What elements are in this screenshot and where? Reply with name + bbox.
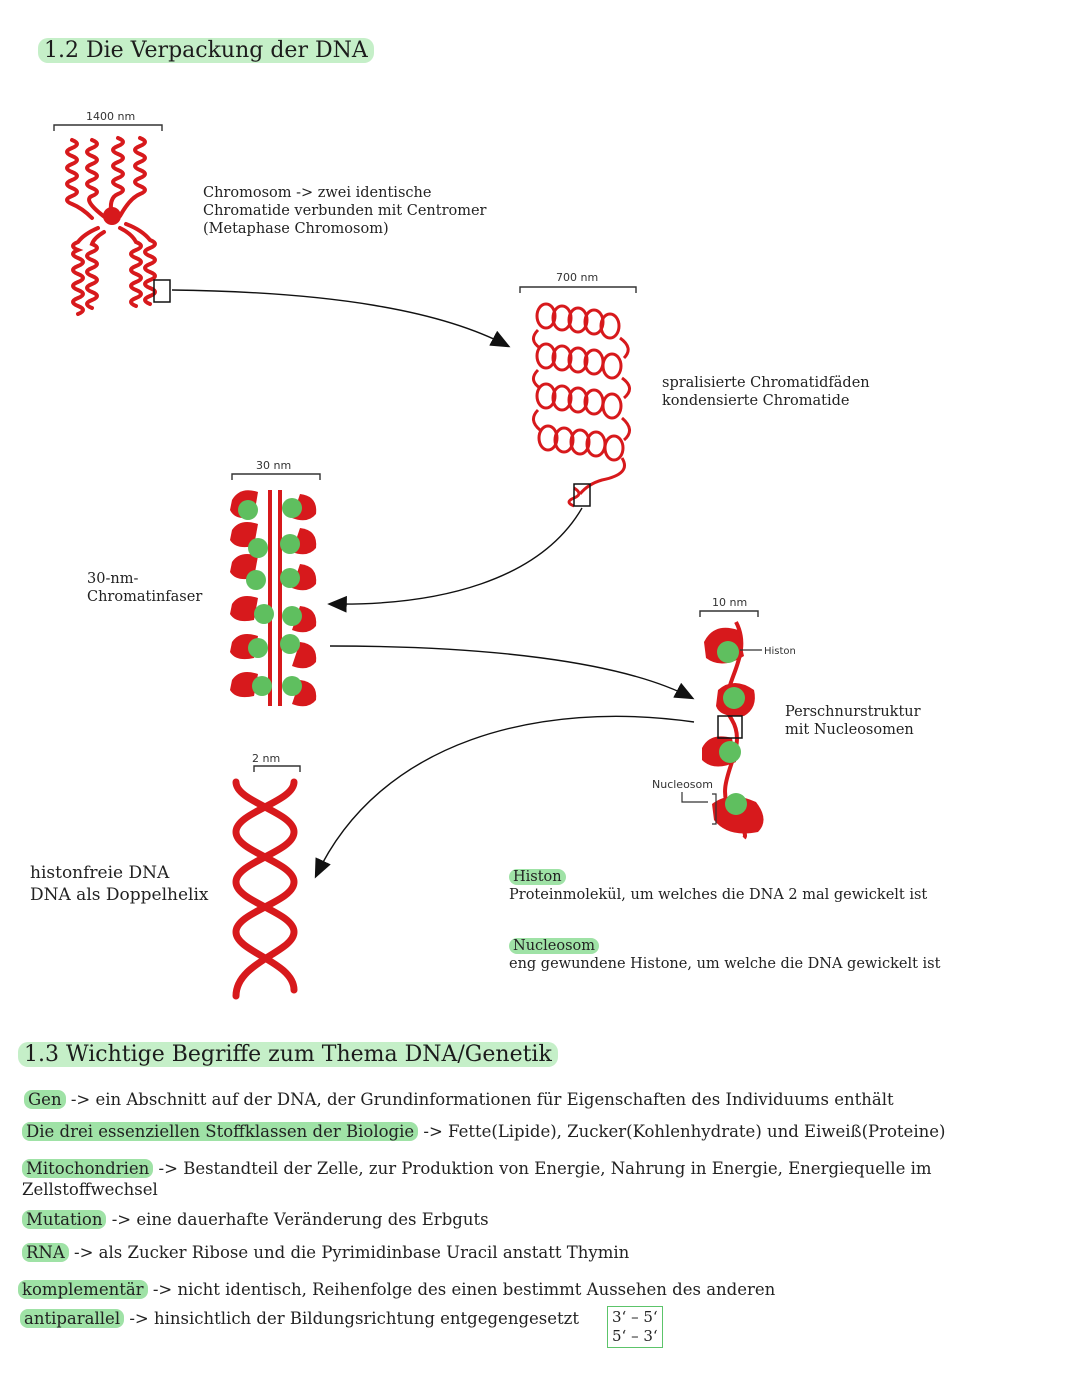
chromatid-scale-label: 700 nm bbox=[556, 271, 598, 284]
centromere bbox=[103, 207, 121, 225]
fiber-scale-bar bbox=[231, 473, 321, 480]
nucleosom-label: Nucleosom bbox=[652, 778, 713, 791]
term-row-komplementaer: komplementär -> nicht identisch, Reihenf… bbox=[18, 1279, 775, 1300]
chromatid-illustration bbox=[532, 302, 631, 495]
fiber-scale-label: 30 nm bbox=[256, 459, 291, 472]
term-row-rna: RNA -> als Zucker Ribose und die Pyrimid… bbox=[22, 1242, 629, 1263]
dna-double-helix bbox=[232, 778, 298, 1000]
arrow-fiber-to-nucleosome bbox=[329, 645, 695, 700]
definition-text: eng gewundene Histone, um welche die DNA… bbox=[509, 956, 941, 972]
dna-scale-label: 2 nm bbox=[252, 752, 280, 765]
nucleosome-scale-bar bbox=[699, 610, 759, 617]
dna-scale-bar bbox=[253, 765, 301, 772]
section-title-packaging: 1.2 Die Verpackung der DNA bbox=[38, 38, 374, 63]
term-row-antiparallel: antiparallel -> hinsichtlich der Bildung… bbox=[20, 1308, 579, 1329]
term-label: Gen bbox=[24, 1090, 66, 1109]
definition-nucleosom: Nucleosom eng gewundene Histone, um welc… bbox=[509, 937, 940, 973]
arrow-nucleosome-to-dna bbox=[314, 715, 695, 879]
term-text: -> nicht identisch, Reihenfolge des eine… bbox=[152, 1280, 776, 1299]
term-label: Die drei essenziellen Stoffklassen der B… bbox=[22, 1122, 419, 1141]
definition-text: Proteinmolekül, um welches die DNA 2 mal… bbox=[509, 887, 928, 903]
term-row-mutation: Mutation -> eine dauerhafte Veränderung … bbox=[22, 1209, 489, 1230]
arrow-chromosome-to-chromatid bbox=[171, 289, 511, 348]
dna-caption: histonfreie DNA DNA als Doppelhelix bbox=[30, 863, 209, 905]
fiber-caption: 30-nm- Chromatinfaser bbox=[87, 571, 203, 605]
nucleosome-illustration bbox=[681, 621, 764, 840]
nucleosome-zoom-box bbox=[717, 715, 743, 739]
term-text: -> hinsichtlich der Bildungsrichtung ent… bbox=[129, 1309, 579, 1328]
dna-packaging-diagram: 1400 nm 700 nm bbox=[53, 110, 796, 1000]
term-label: RNA bbox=[22, 1243, 69, 1262]
chromosome-caption: Chromosom -> zwei identische Chromatide … bbox=[203, 185, 487, 237]
nucleosome-caption: Perschnurstruktur mit Nucleosomen bbox=[785, 704, 921, 738]
definition-term: Nucleosom bbox=[509, 938, 600, 954]
term-label: antiparallel bbox=[20, 1309, 125, 1328]
chromosome-illustration bbox=[65, 136, 157, 316]
chromatid-zoom-box bbox=[573, 483, 591, 507]
definition-term: Histon bbox=[509, 869, 566, 885]
term-text: -> Bestandteil der Zelle, zur Produktion… bbox=[158, 1159, 932, 1178]
chromosome-scale-bar bbox=[53, 124, 163, 131]
fiber-illustration bbox=[230, 490, 317, 707]
term-text-continued: Zellstoffwechsel bbox=[22, 1180, 158, 1199]
nucleosom-bracket bbox=[681, 792, 717, 825]
term-row-stoffklassen: Die drei essenziellen Stoffklassen der B… bbox=[22, 1121, 945, 1142]
chromosome-zoom-box bbox=[153, 279, 171, 303]
chromosome-scale-label: 1400 nm bbox=[86, 110, 135, 123]
term-row-gen: Gen -> ein Abschnitt auf der DNA, der Gr… bbox=[24, 1089, 894, 1110]
definition-histon: Histon Proteinmolekül, um welches die DN… bbox=[509, 868, 927, 904]
histon-label: Histon bbox=[764, 646, 796, 657]
term-label: Mitochondrien bbox=[22, 1159, 154, 1178]
term-text: -> als Zucker Ribose und die Pyrimidinba… bbox=[74, 1243, 630, 1262]
term-text: -> ein Abschnitt auf der DNA, der Grundi… bbox=[70, 1090, 894, 1109]
term-row-mitochondrien: Mitochondrien -> Bestandteil der Zelle, … bbox=[22, 1158, 1022, 1200]
chromatid-scale-bar bbox=[519, 286, 637, 293]
chromatid-caption: spralisierte Chromatidfäden kondensierte… bbox=[662, 375, 870, 409]
term-text: -> Fette(Lipide), Zucker(Kohlenhydrate) … bbox=[423, 1122, 946, 1141]
direction-box: 3‘ – 5‘ 5‘ – 3‘ bbox=[607, 1306, 663, 1348]
term-text: -> eine dauerhafte Veränderung des Erbgu… bbox=[111, 1210, 489, 1229]
term-label: Mutation bbox=[22, 1210, 107, 1229]
section-title-terms: 1.3 Wichtige Begriffe zum Thema DNA/Gene… bbox=[18, 1042, 558, 1067]
nucleosome-scale-label: 10 nm bbox=[712, 596, 747, 609]
arrow-chromatid-to-fiber bbox=[327, 507, 583, 613]
term-label: komplementär bbox=[18, 1280, 148, 1299]
